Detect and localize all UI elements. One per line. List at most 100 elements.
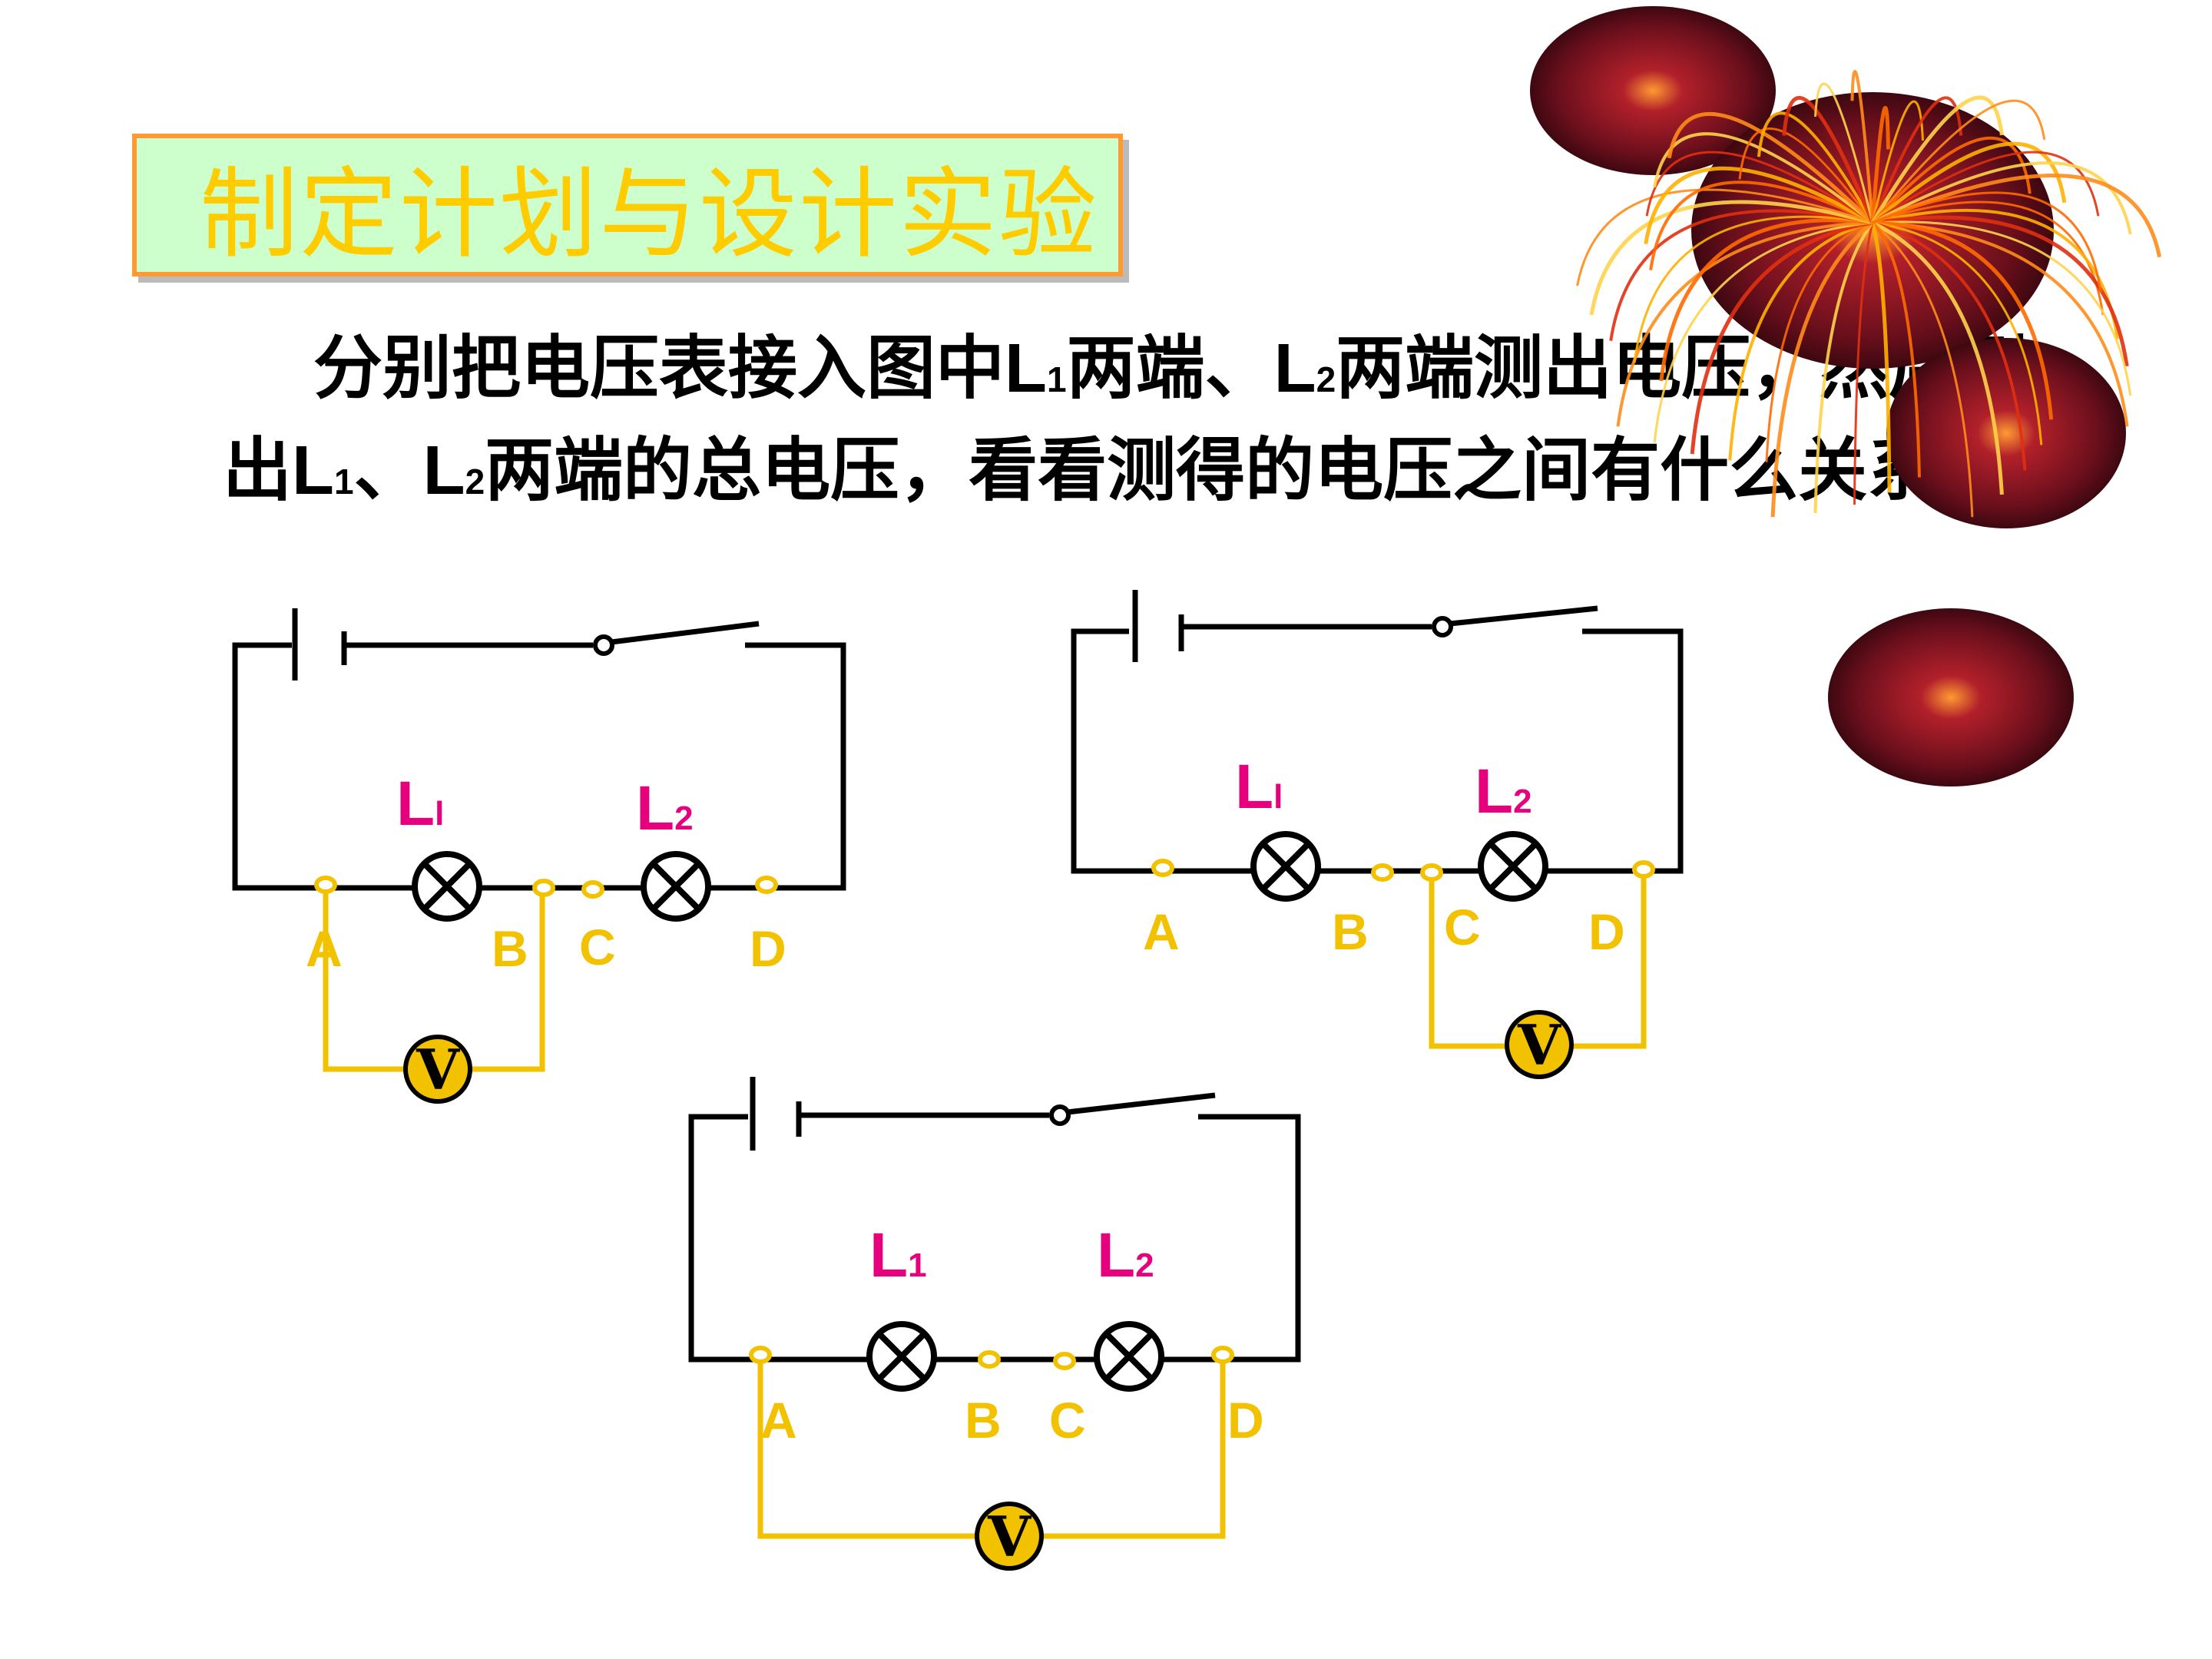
firework-strand	[1872, 221, 2043, 445]
c2-terminal-c	[1420, 863, 1443, 882]
question-part4: 两端的总电压，看看测得的电压之间有什么关系？	[485, 429, 2006, 511]
question-sep: 、	[353, 429, 423, 511]
firework-strand	[1870, 95, 2004, 224]
c2-bulb-1	[1250, 831, 1321, 902]
label-l1-a: L	[1005, 330, 1047, 407]
firework-strand	[1738, 127, 1874, 224]
slide-title: 制定计划与设计实验	[200, 157, 1099, 272]
decor-sphere-4	[1828, 608, 2074, 786]
c3-loop-wire	[688, 1114, 1301, 1363]
firework-strand	[1633, 215, 1873, 363]
firework-strand	[1782, 95, 1875, 224]
c2-point-c: C	[1444, 899, 1481, 955]
sub-2-b: 2	[465, 462, 485, 502]
svg-text:V: V	[416, 1037, 460, 1102]
c1-point-d: D	[750, 920, 786, 977]
c3-bulb1-label: L1	[869, 1220, 927, 1290]
c2-terminal-d	[1632, 860, 1655, 879]
c2-bulb-2	[1478, 831, 1548, 902]
firework-strand	[1616, 221, 1873, 427]
c3-terminal-c	[1053, 1352, 1076, 1370]
firework-strand	[1659, 218, 1873, 382]
firework-strand	[1872, 173, 2162, 258]
label-l1-b: L	[292, 432, 334, 509]
c3-point-a: A	[760, 1392, 797, 1449]
firework-strand	[1757, 111, 1874, 224]
c3-terminal-a	[749, 1346, 772, 1364]
firework-strand	[1609, 209, 1873, 342]
c2-terminal-a	[1151, 859, 1174, 877]
firework-strand	[1728, 221, 1873, 461]
c1-voltmeter: V	[403, 1035, 472, 1104]
c2-voltmeter: V	[1505, 1010, 1574, 1079]
title-box: 制定计划与设计实验	[132, 134, 1123, 276]
firework-strand	[1871, 99, 2046, 224]
c3-bulb2-label: L2	[1097, 1220, 1154, 1290]
c1-point-c: C	[579, 919, 616, 975]
sub-1-a: 1	[1046, 359, 1067, 399]
firework-strand	[1853, 222, 1874, 505]
c2-point-b: B	[1332, 903, 1369, 960]
question-part1: 分别把电压表接入图中	[313, 327, 1005, 409]
c3-switch-pivot	[1049, 1104, 1071, 1126]
c1-bulb1-label: Ll	[396, 769, 444, 839]
circuit-2: Ll L2 A B C D V	[1071, 590, 1684, 1079]
svg-text:V: V	[987, 1504, 1031, 1569]
firework-strand	[1649, 180, 1873, 270]
c3-point-d: D	[1227, 1392, 1264, 1449]
firework-strand	[1872, 161, 2132, 235]
firework-strand	[1872, 200, 2104, 316]
firework-strand	[1589, 200, 1873, 316]
c1-terminal-d	[755, 876, 778, 894]
c2-terminal-b	[1371, 863, 1394, 882]
c1-loop-wire	[232, 642, 846, 891]
c1-bulb-2	[641, 851, 711, 922]
decoration-spheres	[1530, 6, 2162, 786]
firework-strand	[1813, 221, 1874, 514]
c1-switch-pivot	[593, 634, 614, 656]
firework-strand	[1872, 215, 2129, 367]
c3-terminal-d	[1211, 1346, 1234, 1364]
c2-loop-wire	[1071, 628, 1684, 874]
c2-bulb2-label: L2	[1475, 757, 1532, 826]
firework-strand	[1872, 220, 2054, 420]
c2-point-d: D	[1588, 903, 1625, 960]
firework-strand	[1872, 220, 2132, 396]
circuit-3: L1 L2 A B C D V	[688, 1077, 1301, 1571]
svg-text:V: V	[1517, 1012, 1561, 1078]
circuit-1: Ll L2 A B C D V	[232, 608, 846, 1104]
firework-strand	[1871, 96, 1963, 224]
c2-switch-blade	[1449, 605, 1598, 627]
firework-strand	[1814, 82, 1874, 224]
firework-strand	[1644, 166, 1874, 245]
question-part2: 两端、	[1066, 327, 1274, 409]
firework-strand	[1653, 132, 1874, 224]
label-l2-b: L	[422, 432, 465, 509]
firework-strand	[1871, 221, 1921, 478]
firework-strand	[1872, 221, 2129, 427]
decor-sphere-3	[1886, 338, 2126, 528]
c1-terminal-c	[581, 880, 604, 899]
firework-strand	[1872, 221, 1974, 518]
c2-point-a: A	[1143, 903, 1180, 960]
firework-strand	[1765, 221, 1873, 462]
c3-voltmeter: V	[975, 1502, 1044, 1571]
firework-strand	[1770, 221, 1874, 518]
c1-point-a: A	[306, 920, 343, 977]
firework-strand	[1871, 100, 1924, 224]
firework-strand	[1690, 220, 1873, 455]
decor-fireworks	[1576, 70, 2162, 518]
firework-strand	[1850, 70, 1874, 224]
c3-point-c: C	[1049, 1392, 1086, 1449]
c1-point-b: B	[492, 920, 528, 977]
firework-strand	[1872, 151, 2100, 224]
c2-switch-pivot	[1432, 616, 1453, 637]
firework-strand	[1870, 222, 1892, 493]
c1-bulb2-label: L2	[636, 773, 694, 843]
c1-switch-blade	[611, 621, 760, 645]
firework-strand	[1872, 191, 2102, 293]
c3-bulb-1	[866, 1321, 937, 1392]
question-text: 分别把电压表接入图中L1两端、L2两端测出电压，然后测出L1、L2两端的总电压，…	[223, 323, 2035, 527]
c3-terminal-b	[978, 1350, 1001, 1369]
